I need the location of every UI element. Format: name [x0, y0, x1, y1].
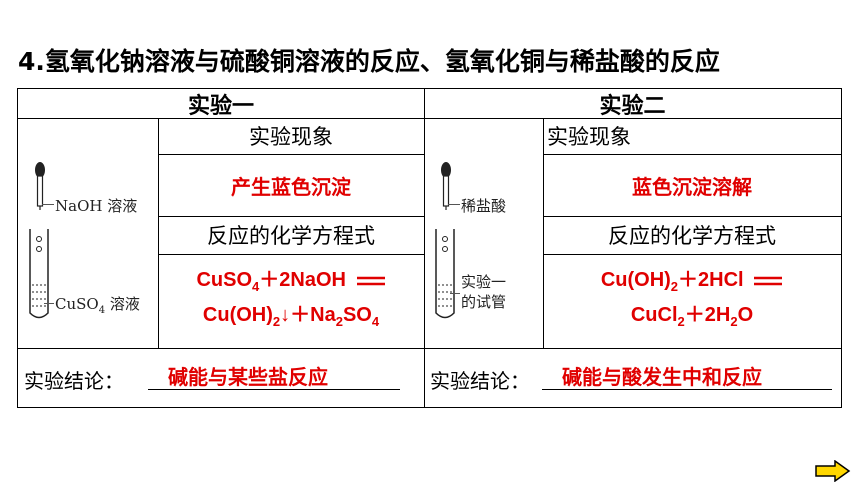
- next-arrow-icon[interactable]: [815, 460, 851, 482]
- experiment-table: 实验一 实验二 实验现象 产生蓝色沉淀 反应的化学方程式 CuSO4＋2NaOH…: [17, 88, 842, 408]
- exp1-phenomenon-label: 实验现象: [249, 125, 333, 149]
- test-tube-icon: [435, 229, 455, 319]
- equals-sign: [754, 276, 783, 285]
- exp2-phenomenon: 蓝色沉淀溶解: [632, 174, 752, 199]
- exp2-equation-line2: CuCl2＋2H2O: [630, 304, 754, 329]
- exp2-conclusion: 碱能与酸发生中和反应: [562, 365, 762, 389]
- exp2-apparatus: 稀盐酸 实验一 的试管: [430, 161, 540, 341]
- equals-sign: [356, 276, 385, 285]
- exp2-equation: Cu(OH)2＋2HCl CuCl2＋2H2O: [543, 254, 841, 348]
- exp2-tube-label-2: 的试管: [461, 293, 507, 311]
- exp2-tube-label-1: 实验一: [461, 273, 507, 291]
- exp1-equation-label: 反应的化学方程式: [207, 224, 375, 248]
- test-tube-icon: [29, 229, 49, 319]
- exp1-dropper-label: NaOH 溶液: [55, 197, 138, 215]
- exp1-equation: CuSO4＋2NaOH Cu(OH)2↓＋Na2SO4: [158, 254, 424, 348]
- exp2-equation-line1: Cu(OH)2＋2HCl: [601, 266, 783, 301]
- exp1-equation-line1: CuSO4＋2NaOH: [196, 266, 385, 301]
- dropper-icon: [35, 162, 45, 210]
- exp1-equation-line2: Cu(OH)2↓＋Na2SO4: [202, 304, 380, 329]
- exp1-conclusion: 碱能与某些盐反应: [168, 365, 328, 389]
- dropper-icon: [441, 162, 451, 210]
- exp1-tube-label: CuSO4 溶液: [55, 295, 140, 316]
- exp2-conclusion-label: 实验结论：: [430, 369, 530, 393]
- exp2-header: 实验二: [599, 93, 666, 119]
- exp1-header: 实验一: [187, 93, 254, 119]
- exp2-dropper-label: 稀盐酸: [461, 197, 507, 215]
- page-title: 4.氢氧化钠溶液与硫酸铜溶液的反应、氢氧化铜与稀盐酸的反应: [18, 47, 720, 76]
- exp1-apparatus: NaOH 溶液 CuSO4 溶液: [22, 161, 156, 341]
- exp2-phenomenon-label: 实验现象: [547, 125, 631, 149]
- exp1-phenomenon: 产生蓝色沉淀: [231, 174, 351, 199]
- exp1-conclusion-label: 实验结论：: [24, 369, 124, 393]
- exp2-equation-label: 反应的化学方程式: [608, 224, 776, 248]
